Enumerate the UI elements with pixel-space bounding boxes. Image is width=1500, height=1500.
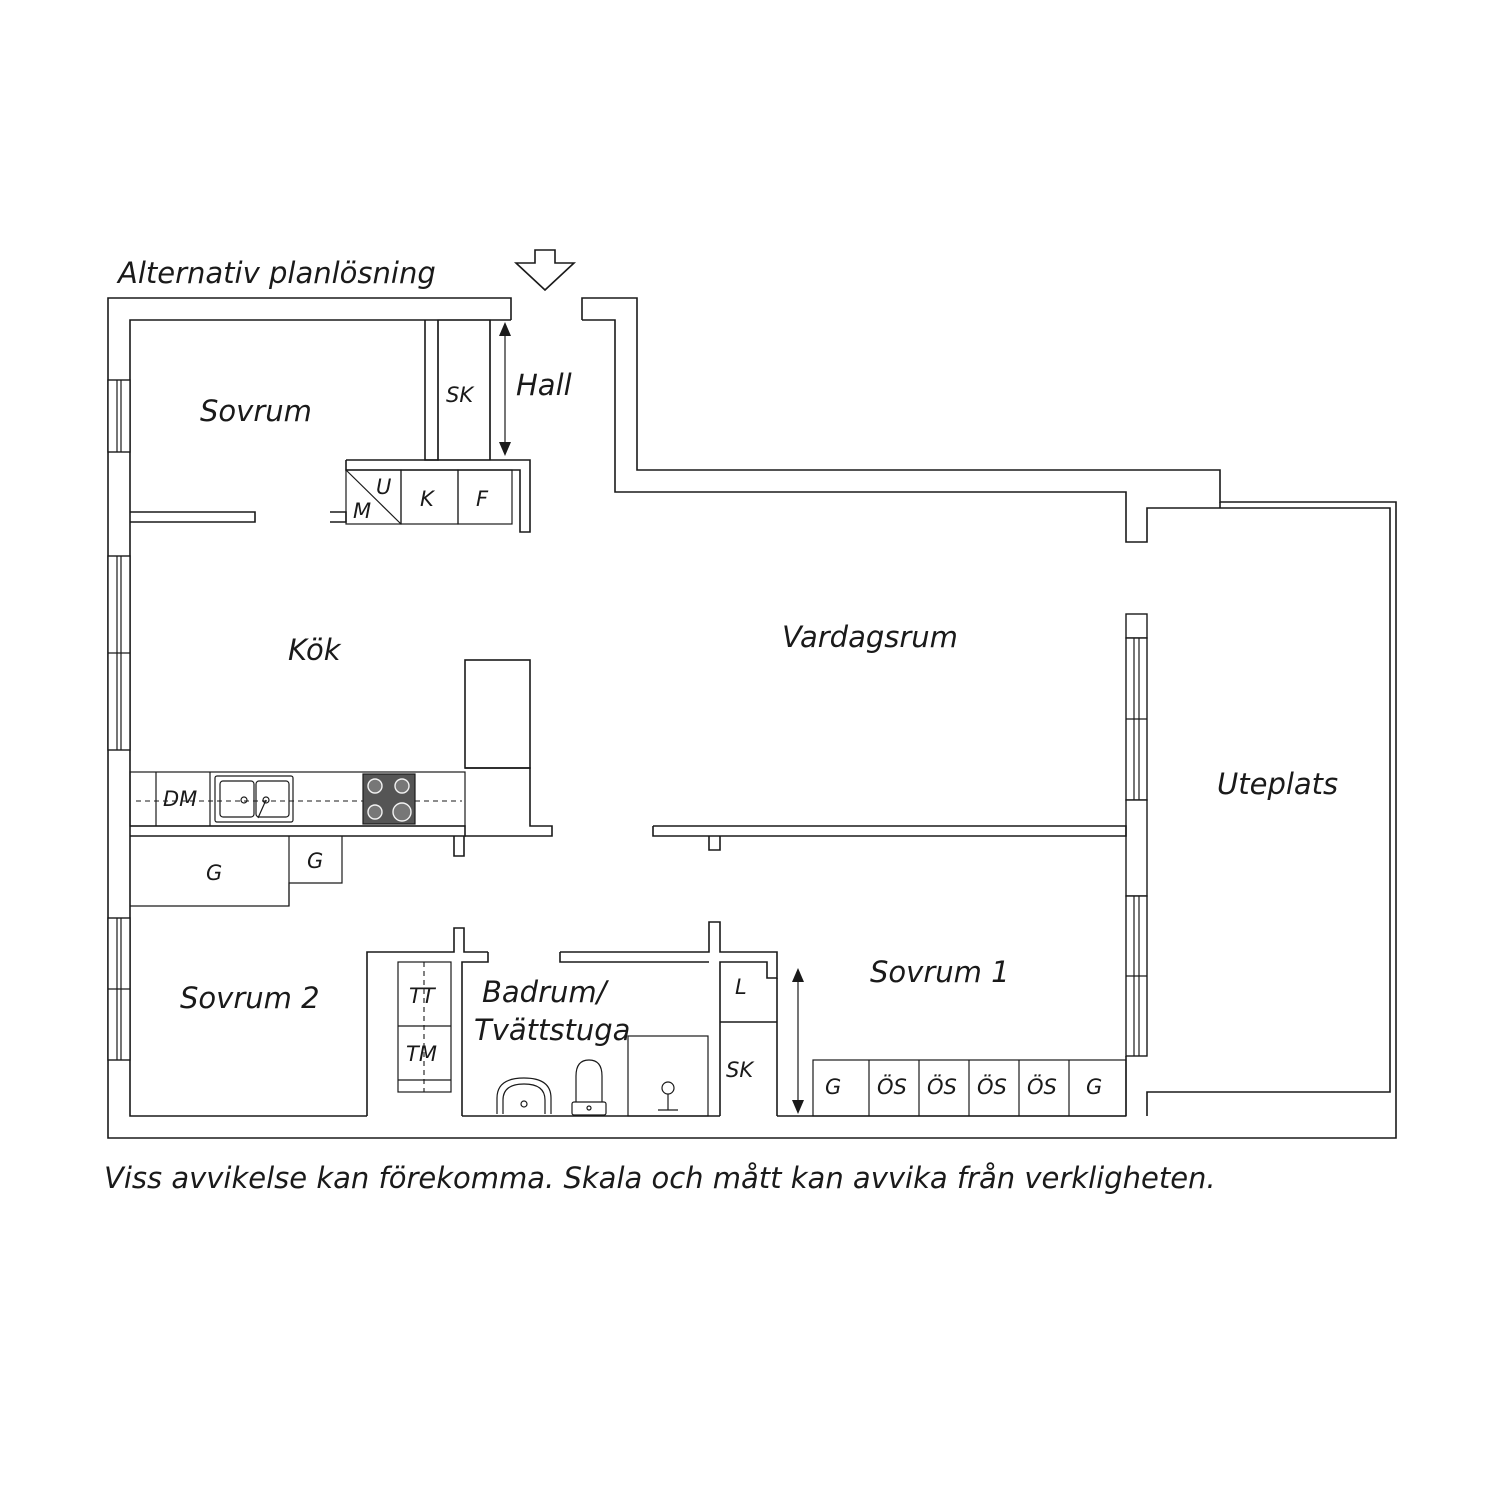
washer-label: TM bbox=[406, 1042, 437, 1066]
room-sovrum: Sovrum bbox=[200, 394, 312, 428]
shower-icon bbox=[627, 1035, 709, 1117]
hall-height-arrow-icon bbox=[499, 322, 511, 456]
right-wall bbox=[1125, 613, 1148, 1116]
linen-label: L bbox=[735, 975, 747, 999]
room-vardagsrum: Vardagsrum bbox=[782, 620, 958, 654]
bed1-height-arrow-icon bbox=[792, 968, 804, 1114]
stove-icon bbox=[362, 773, 416, 825]
room-badrum-line2: Tvättstuga bbox=[474, 1013, 630, 1047]
bed1-wardrobes: G ÖS ÖS ÖS ÖS G bbox=[812, 1059, 1127, 1117]
window-left-2 bbox=[107, 555, 131, 751]
room-hall: Hall bbox=[516, 368, 572, 402]
room-uteplats: Uteplats bbox=[1217, 767, 1338, 801]
entrance-arrow-icon bbox=[513, 249, 577, 292]
dryer-label: TT bbox=[409, 984, 437, 1008]
wardrobe-bed1-3: ÖS bbox=[927, 1074, 957, 1099]
window-left-1 bbox=[107, 379, 131, 453]
wardrobe-bed1-5: ÖS bbox=[1027, 1074, 1057, 1099]
laundry-column: TT TM bbox=[397, 961, 452, 1093]
room-sovrum-1: Sovrum 1 bbox=[870, 955, 1010, 989]
dishwasher-label: DM bbox=[163, 787, 197, 811]
hall-closet: SK bbox=[437, 319, 491, 461]
wardrobe-bed1-6: G bbox=[1086, 1075, 1102, 1099]
window-left-3 bbox=[107, 917, 131, 1061]
closet-bed1-label: SK bbox=[726, 1058, 755, 1082]
appliance-row: M U K F bbox=[345, 469, 513, 525]
fridge-label: K bbox=[420, 487, 436, 511]
plan-title: Alternativ planlösning bbox=[116, 256, 436, 290]
wardrobe-bed1-4: ÖS bbox=[977, 1074, 1007, 1099]
micro-label: M bbox=[353, 499, 371, 523]
disclaimer-text: Viss avvikelse kan förekomma. Skala och … bbox=[104, 1161, 1216, 1195]
kitchen-counter: DM bbox=[129, 771, 466, 827]
wardrobe-bed1-2: ÖS bbox=[877, 1074, 907, 1099]
wardrobe-kitchen-a-label: G bbox=[206, 861, 222, 885]
wardrobe-bed1-1: G bbox=[825, 1075, 841, 1099]
toilet-icon bbox=[571, 1059, 607, 1116]
room-sovrum-2: Sovrum 2 bbox=[180, 981, 320, 1015]
sink-icon bbox=[214, 775, 294, 823]
room-kok: Kök bbox=[288, 633, 342, 667]
hall-closet-label: SK bbox=[446, 383, 475, 407]
oven-label: U bbox=[376, 475, 391, 499]
kitchen-wardrobes: G G bbox=[130, 836, 343, 907]
wardrobe-kitchen-b-label: G bbox=[307, 849, 323, 873]
room-badrum-line1: Badrum/ bbox=[482, 975, 610, 1009]
linen-closet: L SK bbox=[726, 975, 755, 1082]
washbasin-icon bbox=[496, 1077, 552, 1114]
freezer-label: F bbox=[476, 487, 489, 511]
